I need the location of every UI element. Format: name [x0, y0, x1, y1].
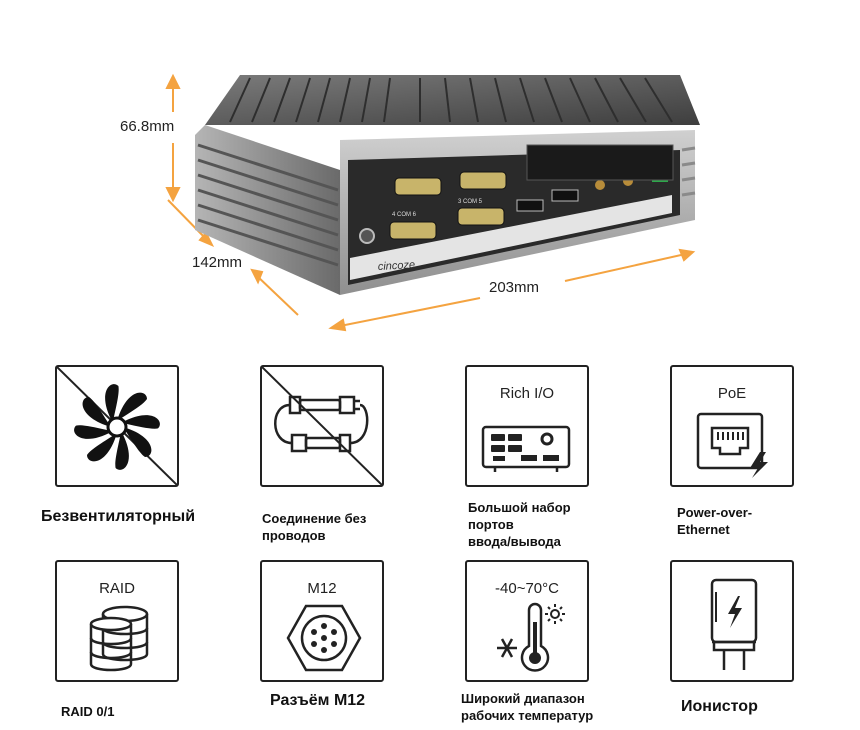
database-icon [89, 605, 149, 672]
feature-supercapacitor [670, 560, 794, 682]
temperature-title: -40~70°C [495, 580, 559, 597]
feature-temperature: -40~70°C [465, 560, 589, 682]
usb-port [551, 189, 579, 202]
feature-rich-io: Rich I/O [465, 365, 589, 487]
usb-port [516, 199, 544, 212]
no-cable-icon [261, 366, 383, 486]
width-dimension-label: 203mm [489, 279, 540, 296]
feature-poe: PoE [670, 365, 794, 487]
power-button [359, 228, 375, 244]
com-label-right: 3 COM 5 [458, 199, 483, 205]
caption-rich-io: Большой набор портов ввода/вывода [468, 500, 571, 549]
rich-io-title: Rich I/O [499, 385, 555, 402]
com-label-left: 4 COM 6 [392, 212, 417, 218]
caption-raid: RAID 0/1 [61, 704, 115, 719]
m12-title: M12 [307, 580, 337, 597]
depth-dimension-label: 142mm [192, 254, 243, 271]
no-fan-icon [56, 366, 178, 486]
feature-m12: M12 [260, 560, 384, 682]
poe-title: PoE [717, 385, 747, 402]
caption-fanless: Безвентиляторный [41, 508, 196, 525]
brand-logo: cincoze [378, 259, 416, 273]
io-panel-icon [481, 425, 571, 472]
audio-jack [595, 180, 605, 190]
thermometer-icon [497, 602, 565, 672]
m12-connector-icon [286, 604, 362, 672]
caption-temperature: Широкий диапазон рабочих температур [461, 691, 594, 723]
raid-title: RAID [99, 580, 135, 597]
feature-cableless [260, 365, 384, 487]
supercapacitor-icon [710, 578, 758, 670]
caption-cableless: Соединение без проводов [262, 511, 367, 543]
dimension-lines [165, 73, 696, 332]
height-dimension-label: 66.8mm [120, 118, 175, 135]
ethernet-power-icon [696, 412, 768, 478]
feature-fanless [55, 365, 179, 487]
industrial-pc-drawing: 4 COM 6 3 COM 5 cincoze [165, 73, 700, 332]
caption-supercapacitor: Ионистор [681, 698, 758, 715]
com-ports [389, 171, 507, 240]
caption-poe: Power-over- Ethernet [677, 505, 753, 537]
feature-raid: RAID [55, 560, 179, 682]
caption-m12: Разъём M12 [270, 692, 366, 709]
product-illustration: 4 COM 6 3 COM 5 cincoze 66.8mm 142mm 203… [0, 0, 860, 340]
